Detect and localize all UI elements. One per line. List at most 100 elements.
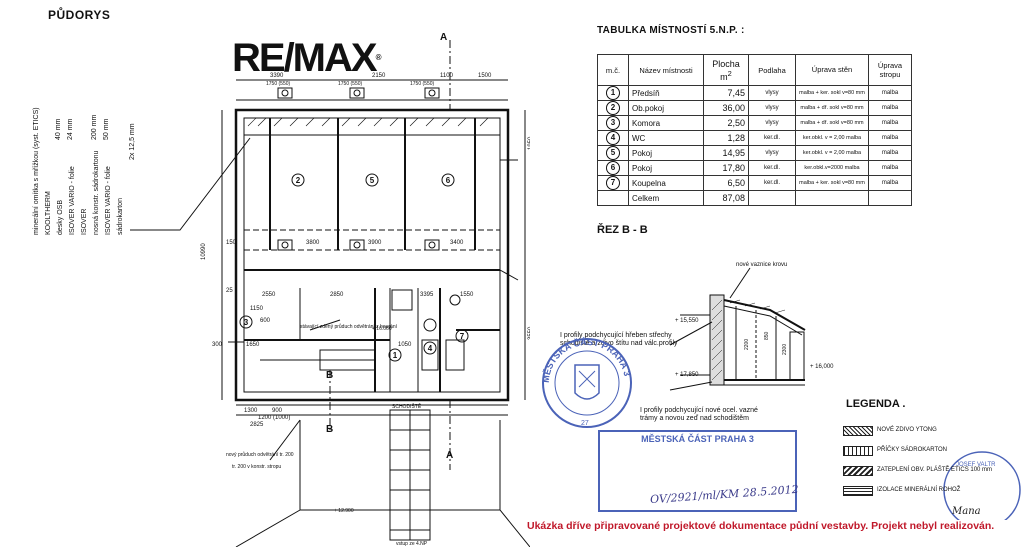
legend-swatch-drywall (843, 446, 873, 456)
outer-wall (234, 108, 510, 402)
level-section-3: + 16,000 (810, 364, 834, 370)
section-title: ŘEZ B - B (597, 224, 648, 236)
room-number-4: 4 (428, 344, 433, 353)
dim-side-7: 25 (226, 288, 233, 294)
room-dim-1: 3800 (306, 240, 320, 246)
dim-1750-2: 1750 (550) (338, 81, 363, 87)
room-row-number: 5 (597, 145, 629, 161)
legend-swatch-ytong (843, 426, 873, 436)
col-floor: Podlaha (748, 54, 796, 86)
room-row-number: 4 (597, 130, 629, 146)
room-row-walls: malba + ker. sokl v=80 mm (795, 175, 869, 191)
legend-swatch-mineral-wool (843, 486, 873, 496)
dim-lower-10: 1200 (1000) (258, 415, 290, 421)
room-row-area: 7,45 (703, 85, 749, 101)
room-number-badge: 5 (606, 146, 620, 160)
dim-lower-7: 1050 (398, 342, 412, 348)
col-ceiling: Úprava stropu (868, 54, 912, 86)
room-row-walls: malba + dř. sokl v=80 mm (795, 100, 869, 116)
room-number-badge: 4 (606, 131, 620, 145)
room-row-ceiling: malba (868, 145, 912, 161)
round-stamp-number: 27 (581, 420, 589, 427)
room-row-floor: ker.dl. (748, 130, 796, 146)
room-row-ceiling: malba (868, 130, 912, 146)
total-label: Celkem (628, 190, 704, 206)
col-area: Plocha m2 (703, 54, 749, 86)
room-number-badge: 6 (606, 161, 620, 175)
dim-lower-6: 1650 (246, 342, 260, 348)
room-number-1: 1 (393, 351, 398, 360)
room-row-floor: vlysy (748, 115, 796, 131)
dim-1750-1: 1750 (550) (266, 81, 291, 87)
room-table-total: Celkem 87,08 (597, 190, 912, 206)
layer-thickness-1: 40 mm (55, 118, 62, 140)
room-number-badge: 2 (606, 101, 620, 115)
dim-side-5: 600 (260, 318, 271, 324)
dim-lower-8: 900 (272, 408, 283, 414)
level-section-2: + 15,550 (675, 318, 699, 324)
rect-stamp-title: MĚSTSKÁ ČÁST PRAHA 3 (641, 434, 754, 444)
dim-top-1: 3390 (270, 73, 284, 79)
section-mark-b-2: B (326, 370, 333, 381)
room-row-ceiling: malba (868, 100, 912, 116)
room-number-5: 5 (370, 176, 375, 185)
room-number-badge: 3 (606, 116, 620, 130)
room-number-badge: 7 (606, 176, 620, 190)
room-dim-2: 3900 (368, 240, 382, 246)
dim-1750-3: 1750 (550) (410, 81, 435, 87)
room-row-name: Ob.pokoj (628, 100, 704, 116)
room-row-name: Pokoj (628, 160, 704, 176)
layer-thickness-3: 200 mm (91, 114, 98, 140)
layer-3: desky OSB (57, 199, 64, 235)
dim-side-3: 3550 (528, 326, 530, 340)
section-mark-b-1: B (326, 424, 333, 435)
layer-1: minerální omítka s mřížkou (syst. ETICS) (33, 107, 40, 235)
col-walls: Úprava stěn (795, 54, 869, 86)
round-stamp: MĚSTSKÁ ČÁST PRAHA 3 27 (541, 337, 632, 428)
section-wall (709, 294, 725, 386)
layer-thickness-4: 50 mm (103, 118, 110, 140)
dim-lower-1: 2550 (262, 292, 276, 298)
room-row-name: Koupelna (628, 175, 704, 191)
note-entry: vstup ze 4.NP (396, 541, 428, 547)
room-row-walls: malba + ker. sokl v=80 mm (795, 85, 869, 101)
stair-label: SCHODIŠTĚ (392, 402, 422, 410)
level-section-1: + 17,850 (675, 372, 699, 378)
section-dim-2: 850 (764, 331, 770, 340)
layer-thickness-5: 2x 12,5 mm (129, 123, 136, 160)
room-row-ceiling: malba (868, 85, 912, 101)
coat-of-arms-icon (574, 364, 600, 400)
note-new-vent: nový průduch odvětrání tr. 200 (226, 451, 294, 458)
room-row-number: 3 (597, 115, 629, 131)
room-row-area: 17,80 (703, 160, 749, 176)
dim-lower-4: 3395 (420, 292, 434, 298)
col-num: m.č. (597, 54, 629, 86)
room-row-ceiling: malba (868, 115, 912, 131)
total-area: 87,08 (703, 190, 749, 206)
corner-stamp: JOSEF VALTR Mana (943, 451, 1021, 520)
layer-6: nosná konstr. sádrokartonu (93, 150, 100, 235)
layer-7: ISOVER VARIO - folie (105, 166, 112, 235)
dim-lower-11: 2825 (250, 422, 264, 428)
room-row-floor: ker.dl. (748, 160, 796, 176)
room-row-area: 36,00 (703, 100, 749, 116)
room-row-area: 2,50 (703, 115, 749, 131)
room-number-2: 2 (296, 176, 301, 185)
layer-4: ISOVER VARIO - folie (69, 166, 76, 235)
disclaimer-note: Ukázka dříve připravované projektové dok… (527, 520, 995, 532)
legend-swatch-etics (843, 466, 873, 476)
note-vent-ceiling: tr. 200 v konstr. stropu (232, 464, 281, 470)
layer-thickness-2: 24 mm (67, 118, 74, 140)
room-number-3: 3 (244, 318, 249, 327)
col-name: Název místnosti (628, 54, 704, 86)
dim-lower-9: 1300 (244, 408, 258, 414)
dim-side-2: 1950 (528, 136, 530, 150)
section-mark-a-top: A (440, 32, 447, 43)
dim-lower-2: 2850 (330, 292, 344, 298)
layer-5: ISOVER (81, 208, 88, 235)
